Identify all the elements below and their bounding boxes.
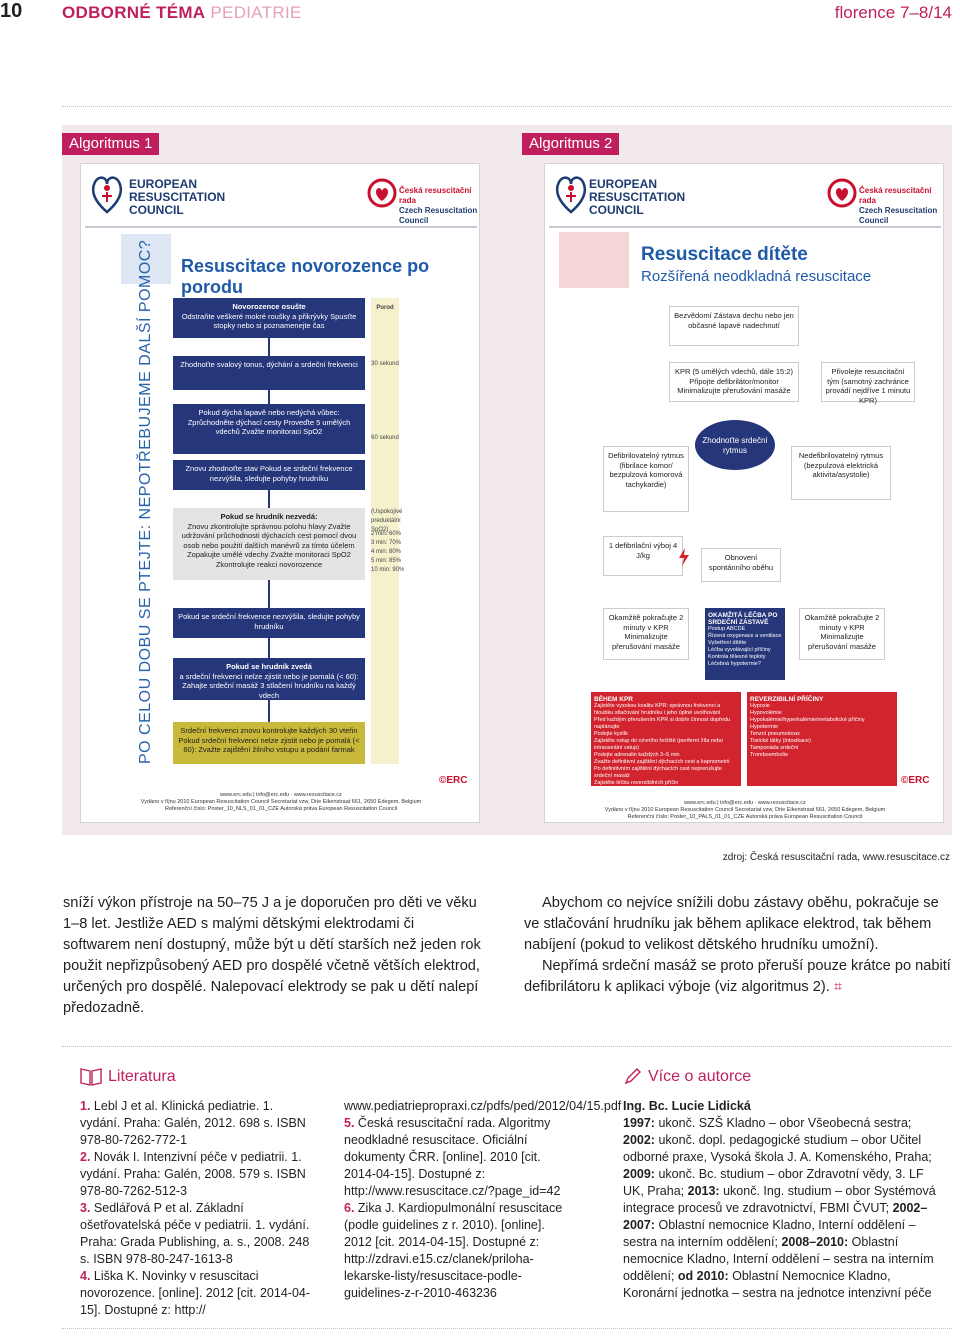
baby-illustration-icon <box>121 234 171 284</box>
poster2-title: Resuscitace dítěte <box>641 244 808 265</box>
poster2-footer: www.erc.edu | info@erc.edu · www.resusci… <box>604 800 886 820</box>
child-illustration-icon <box>559 232 629 288</box>
issue-number: 7–8/14 <box>900 3 952 22</box>
flow-rhythm-oval <box>695 420 775 470</box>
flow-connector <box>268 338 270 356</box>
erc-small-logo-icon: ©ERC <box>439 775 468 786</box>
end-mark-icon: ⌗ <box>833 979 843 995</box>
pen-icon <box>623 1066 643 1086</box>
time-birth: Porod <box>376 305 394 311</box>
literature-heading: Literatura <box>108 1068 176 1085</box>
during-cpr-box: BĚHEM KPR Zajistěte vysokou kvalitu KPR:… <box>591 692 741 786</box>
bib-entry: 6. Zika J. Kardiopulmonální resuscitace … <box>344 1201 563 1300</box>
poster-divider <box>549 226 941 228</box>
bib-entry: 5. Česká resuscitační rada. Algoritmy ne… <box>344 1116 561 1198</box>
flow-assess-tone: Zhodnoťte svalový tonus, dýchání a srdeč… <box>173 356 365 390</box>
body-right-column: Abychom co nejvíce snížili dobu zástavy … <box>524 893 954 998</box>
figure-source: zdroj: Česká resuscitační rada, www.resu… <box>722 852 950 863</box>
bib-entry: 1. Lebl J et al. Klinická pediatrie. 1. … <box>80 1099 306 1147</box>
spo2-heading: (Uspokojivé preduktální SpO2) <box>371 509 403 533</box>
flow-connector <box>268 638 270 658</box>
flow-non-shockable: Nedefibrilovatelný rytmus (bezpulzová el… <box>791 446 891 500</box>
section-divider <box>62 1046 952 1047</box>
literature-col1: 1. Lebl J et al. Klinická pediatrie. 1. … <box>80 1098 312 1319</box>
bib-entry: 4. Liška K. Novinky v resuscitaci novoro… <box>80 1269 311 1317</box>
erc-heart-logo-icon <box>553 172 589 214</box>
author-bio-text: 1997: ukonč. SZŠ Kladno – obor Všeobecná… <box>623 1116 936 1300</box>
section-heading: ODBORNÉ TÉMA PEDIATRIE <box>62 3 302 23</box>
author-name: Ing. Bc. Lucie Lidická <box>623 1099 751 1113</box>
flow-open-airway: Pokud dýchá lapavě nebo nedýchá vůbec: Z… <box>173 404 365 454</box>
flow-unresponsive: Bezvědomí Zástava dechu nebo jen občasné… <box>669 306 799 346</box>
flow-reassess: Znovu zhodnoťte stav Pokud se srdeční fr… <box>173 460 365 490</box>
algorithm-1-label: Algoritmus 1 <box>62 133 160 155</box>
poster-divider <box>85 226 477 228</box>
erc-heart-logo-icon <box>89 172 125 214</box>
flow-connector <box>268 580 270 608</box>
flow-cpr: KPR (5 umělých vdechů, dále 15:2) Připoj… <box>669 362 799 402</box>
author-bio: Ing. Bc. Lucie Lidická 1997: ukonč. SZŠ … <box>623 1098 945 1302</box>
flow-assess-rhythm: Zhodnoťte srdeční rytmus <box>702 436 768 455</box>
bib-entry: 3. Sedlářová P et al. Základní ošetřovat… <box>80 1201 310 1266</box>
flow-call-team: Přivolejte resuscitační tým (samotný zac… <box>821 362 915 405</box>
flow-defibrillation: 1 defibrilační výboj 4 J/kg <box>603 536 683 576</box>
flow-shockable: Defibrilovatelný rytmus (fibrilace komor… <box>603 446 689 512</box>
brand-name: florence <box>834 3 896 22</box>
body-paragraph: sníží výkon přístroje na 50–75 J a je do… <box>63 895 481 1016</box>
flow-resume-cpr: Okamžitě pokračujte 2 minuty v KPR Minim… <box>603 608 689 660</box>
poster2-subtitle: Rozšířená neodkladná resuscitace <box>641 268 872 285</box>
body-paragraph: Nepřímá srdeční masáž se proto přeruší p… <box>524 958 951 995</box>
book-icon <box>80 1066 102 1086</box>
flow-chest-not-moving: Pokud se hrudník nezvedá:Znovu zkontrolu… <box>173 508 365 580</box>
section-sublabel: PEDIATRIE <box>210 3 302 22</box>
flow-connector <box>268 700 270 722</box>
page-number: 10 <box>0 0 23 22</box>
poster1-footer: www.erc.edu | info@erc.edu · www.resusci… <box>140 792 422 812</box>
section-label: ODBORNÉ TÉMA <box>62 3 206 22</box>
flow-recheck-heart-rate: Srdeční frekvenci znovu kontrolujte každ… <box>173 722 365 764</box>
footer-divider <box>62 1328 952 1329</box>
spo2-values: 2 min: 60%3 min: 70%4 min: 80%5 min: 85%… <box>371 531 405 573</box>
erc-small-logo-icon: ©ERC <box>901 775 930 786</box>
post-arrest-care: OKAMŽITÁ LÉČBA PO SRDEČNÍ ZÁSTAVĚ Postup… <box>705 608 785 680</box>
algorithm-2-label: Algoritmus 2 <box>522 133 620 155</box>
body-paragraph: Abychom co nejvíce snížili dobu zástavy … <box>524 895 939 953</box>
bib-entry: 2. Novák I. Intenzivní péče v pediatrii.… <box>80 1150 306 1198</box>
crr-logo-icon <box>827 178 857 208</box>
bib-entry-cont: www.pediatriepropraxi.cz/pdfs/ped/2012/0… <box>344 1099 622 1113</box>
author-heading: Více o autorce <box>648 1068 752 1085</box>
time-60s: 60 sekund <box>371 435 399 441</box>
flow-resume-cpr-2: Okamžitě pokračujte 2 minuty v KPR Minim… <box>799 608 885 660</box>
time-30s: 30 sekund <box>371 361 399 367</box>
flow-connector <box>268 490 270 508</box>
time-column <box>371 298 399 764</box>
magazine-brand: florence 7–8/14 <box>835 3 952 23</box>
flow-connector <box>268 390 270 404</box>
header-divider <box>62 106 952 107</box>
crr-logo-icon <box>367 178 397 208</box>
poster1-title: Resuscitace novorozence po porodu <box>181 256 430 297</box>
body-left-column: sníží výkon přístroje na 50–75 J a je do… <box>63 893 483 1019</box>
flow-heart-rate-check: Pokud se srdeční frekvence nezvýšila, sl… <box>173 608 365 638</box>
literature-col2: www.pediatriepropraxi.cz/pdfs/ped/2012/0… <box>344 1098 622 1302</box>
flow-rosc: Obnovení spontánního oběhu <box>701 548 781 582</box>
lightning-icon <box>677 548 691 566</box>
poster1-side-text: PO CELOU DOBU SE PTEJTE: NEPOTŘEBUJEME D… <box>137 239 154 764</box>
